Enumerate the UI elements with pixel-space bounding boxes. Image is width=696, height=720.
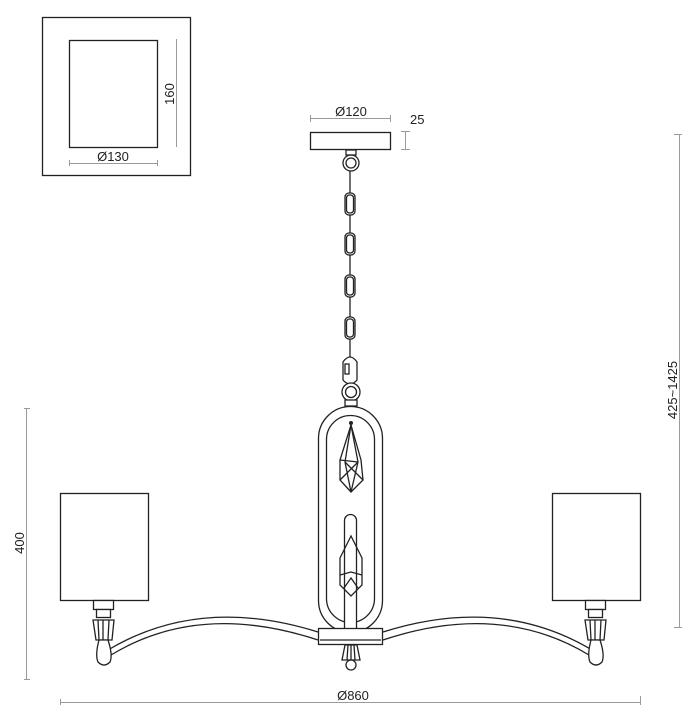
left-shade (59, 492, 150, 666)
inset-height-label: 160 (162, 83, 177, 105)
ceiling-canopy: Ø120 25 (309, 104, 424, 172)
arm-height-dimension: 400 (12, 408, 30, 680)
lower-crystal-drop (339, 534, 363, 597)
inset-frame (41, 16, 192, 177)
canopy-diameter-label: Ø120 (335, 104, 367, 119)
canopy-height-label: 25 (410, 112, 424, 127)
canopy-plate (309, 131, 392, 151)
arm-hub (317, 627, 384, 646)
overall-height-dimension: 425~1425 (665, 134, 682, 628)
shade-detail-inset: 160 Ø130 (41, 16, 192, 177)
overall-height-label: 425~1425 (665, 361, 680, 419)
arm-height-label: 400 (12, 532, 27, 554)
left-arm (107, 616, 319, 656)
inset-shade-outline (68, 39, 159, 149)
suspension-chain (341, 171, 361, 407)
overall-diameter-dimension: Ø860 (60, 688, 641, 705)
inset-diameter-label: Ø130 (97, 149, 129, 164)
upper-crystal-drop (339, 421, 364, 493)
overall-diameter-label: Ø860 (337, 688, 369, 703)
right-shade (551, 492, 642, 666)
central-frame (317, 405, 384, 671)
right-arm (382, 616, 593, 656)
